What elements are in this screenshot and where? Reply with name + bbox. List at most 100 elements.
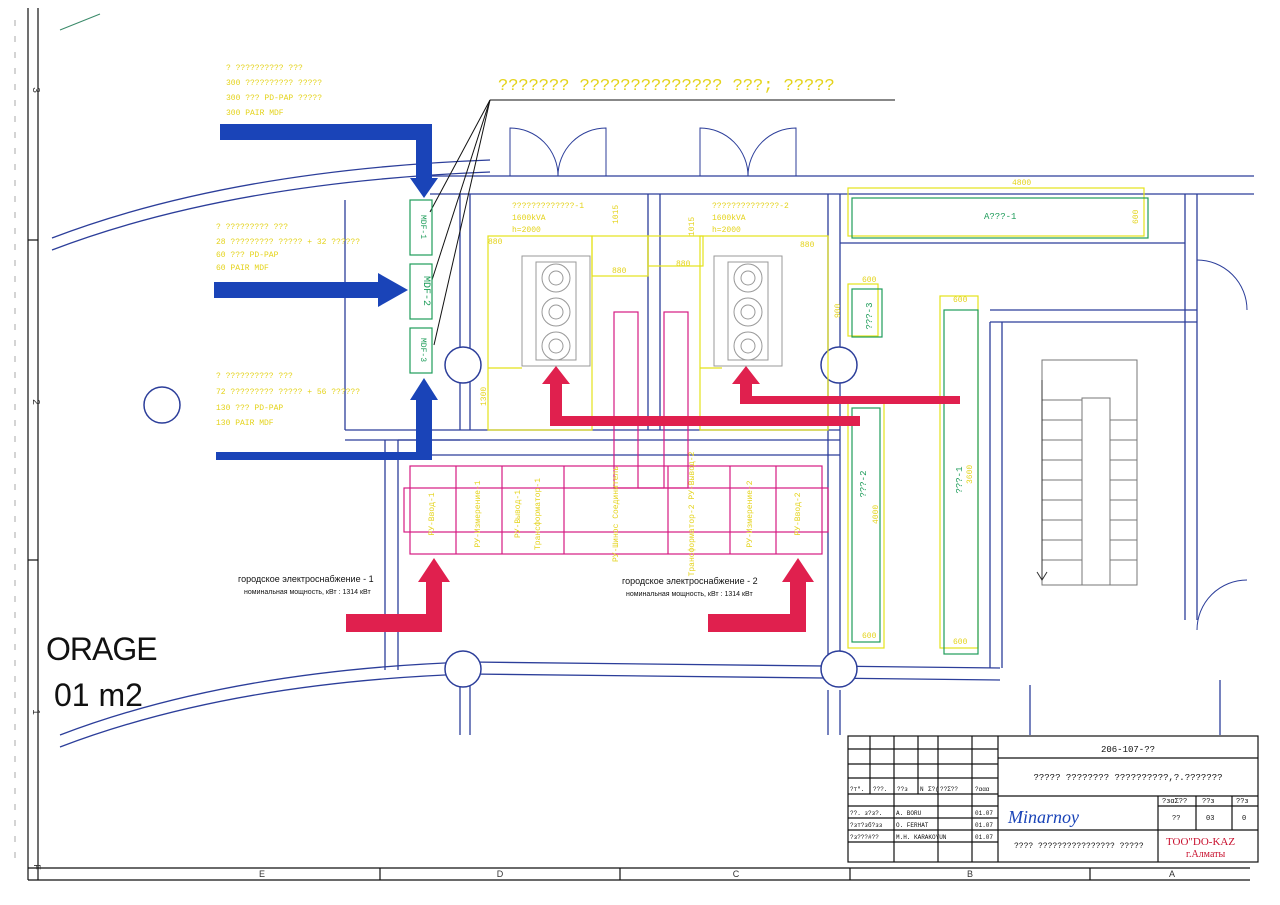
svg-text:600: 600 (953, 638, 968, 647)
svg-text:РУ-Ввод-2: РУ-Ввод-2 (794, 492, 803, 535)
svg-text:300 PAIR MDF: 300 PAIR MDF (226, 109, 284, 118)
svg-text:??з: ??з (897, 786, 908, 793)
mdf-2-label: MDF-2 (420, 276, 431, 306)
svg-text:??Σ??: ??Σ?? (940, 786, 958, 793)
svg-text:N: N (920, 786, 924, 793)
svg-text:???.: ???. (873, 786, 887, 793)
svg-text:600: 600 (862, 276, 877, 285)
switchgear-lineup (403, 311, 829, 555)
switchgear-panel-labels: РУ-Ввод-1 РУ-Измерение-1 РУ-Вывод-1 Тран… (428, 451, 803, 576)
svg-text:? ?????????? ???: ? ?????????? ??? (216, 372, 293, 381)
mdf-note-1: ? ?????????? ??? 300 ?????????? ????? 30… (226, 64, 322, 118)
svg-text:1600kVA: 1600kVA (512, 214, 546, 223)
svg-text:01.07: 01.07 (975, 822, 993, 829)
equipment-cabinets (851, 197, 1149, 655)
dimension-labels: 880 1015 880 880 1015 880 1300 4800 600 … (480, 179, 1141, 647)
svg-text:РУ-Ввод-1: РУ-Ввод-1 (428, 492, 437, 535)
svg-text:880: 880 (612, 267, 627, 276)
svg-text:??з: ??з (1236, 798, 1249, 806)
storage-label: ORAGE (46, 631, 157, 667)
svg-text:60 ??? PD-PAP: 60 ??? PD-PAP (216, 251, 279, 260)
title-block-header: ?т". ???. ??з N Σ?( ??Σ?? ?ααα (850, 786, 990, 793)
title-block (847, 735, 1259, 863)
svg-text:1300: 1300 (480, 387, 489, 406)
svg-text:130 ??? PD-PAP: 130 ??? PD-PAP (216, 404, 283, 413)
cab1-label: ???-1 (955, 466, 965, 493)
grid-label-2: 2 (30, 399, 41, 405)
svg-text:?зт?зб?зз: ?зт?зб?зз (850, 822, 883, 829)
svg-text:900: 900 (834, 303, 843, 318)
svg-text:h=2000: h=2000 (712, 226, 741, 235)
svg-text:O. FERHAT: O. FERHAT (896, 822, 929, 829)
grid-label-f: F (32, 864, 42, 870)
svg-text:??з: ??з (1202, 798, 1215, 806)
leader-lines (429, 99, 895, 346)
cab3-label: ???-3 (865, 302, 875, 329)
svg-text:??: ?? (1172, 815, 1180, 823)
drawing-title: ????? ???????? ??????????,?.??????? (1033, 773, 1222, 783)
svg-text:300 ??? PD-PAP ?????: 300 ??? PD-PAP ????? (226, 94, 322, 103)
svg-text:880: 880 (488, 238, 503, 247)
svg-text:M.H. KARAKOYUN: M.H. KARAKOYUN (896, 834, 947, 841)
storage-area: 01 m2 (54, 677, 143, 713)
svg-text:300 ?????????? ?????: 300 ?????????? ????? (226, 79, 322, 88)
svg-text:Трансформатор-1: Трансформатор-1 (534, 478, 543, 550)
svg-text:??????????????-2: ??????????????-2 (712, 202, 789, 211)
svg-text:1015: 1015 (612, 205, 621, 224)
a1-label: A???-1 (984, 212, 1016, 222)
columns (143, 346, 858, 688)
svg-text:A. BORU: A. BORU (896, 810, 922, 817)
svg-text:? ????????? ???: ? ????????? ??? (216, 223, 288, 232)
transformer-2-label: ??????????????-2 1600kVA h=2000 (712, 202, 789, 235)
mdf-note-3: ? ?????????? ??? 72 ????????? ????? + 56… (216, 372, 360, 428)
grid-label-e: E (259, 869, 265, 879)
transformer-2-symbol (713, 255, 783, 367)
svg-text:03: 03 (1206, 815, 1214, 823)
svg-text:28 ????????? ????? + 32 ??????: 28 ????????? ????? + 32 ?????? (216, 238, 360, 247)
supply-1-power: номинальная мощность, кВт : 1314 кВт (244, 589, 371, 596)
power-feed-arrows (346, 366, 960, 632)
svg-text:600: 600 (862, 632, 877, 641)
svg-text:??. з?з?.: ??. з?з?. (850, 810, 882, 817)
transformer-1-symbol (521, 255, 591, 367)
curved-walls (51, 159, 1001, 748)
svg-text:РУ-Вывод-1: РУ-Вывод-1 (514, 490, 523, 538)
grid-label-a: A (1169, 869, 1175, 879)
svg-text:3600: 3600 (966, 465, 975, 484)
svg-text:?т".: ?т". (850, 786, 864, 793)
svg-text:РУ-Измерение-1: РУ-Измерение-1 (474, 480, 483, 547)
sheet-frame (27, 8, 1250, 881)
header-note: ??????? ?????????????? ???; ????? (498, 77, 835, 96)
top-tick (59, 13, 101, 31)
svg-text:?зαΣ??: ?зαΣ?? (1162, 798, 1187, 806)
svg-text:РУ-Шиноc Соединитель: РУ-Шиноc Соединитель (612, 466, 621, 562)
doors (509, 127, 1248, 631)
svg-text:h=2000: h=2000 (512, 226, 541, 235)
mdf-3-label: MDF-3 (418, 338, 427, 362)
supply-2-power: номинальная мощность, кВт : 1314 кВт (626, 591, 753, 598)
company-city: г.Алматы (1186, 849, 1225, 860)
svg-text:?????????????-1: ?????????????-1 (512, 202, 584, 211)
svg-text:0: 0 (1242, 815, 1246, 823)
supply-1-title: городское электроснабжение - 1 (238, 574, 374, 584)
grid-label-c: C (733, 869, 740, 879)
mdf-cabinets (409, 199, 433, 374)
svg-text:600: 600 (1132, 209, 1141, 224)
svg-text:01.07: 01.07 (975, 810, 993, 817)
svg-text:880: 880 (800, 241, 815, 250)
svg-text:4800: 4800 (1012, 179, 1031, 188)
svg-text:РУ-Измерение-2: РУ-Измерение-2 (746, 480, 755, 547)
grid-label-1: 1 (30, 709, 41, 715)
svg-text:130 PAIR MDF: 130 PAIR MDF (216, 419, 274, 428)
mdf-note-2: ? ????????? ??? 28 ????????? ????? + 32 … (216, 223, 360, 273)
svg-text:4000: 4000 (872, 505, 881, 524)
supply-2-title: городское электроснабжение - 2 (622, 576, 758, 586)
svg-text:880: 880 (676, 260, 691, 269)
mdf-1-label: MDF-1 (418, 215, 427, 239)
svg-text:? ?????????? ???: ? ?????????? ??? (226, 64, 303, 73)
grid-label-d: D (497, 869, 504, 879)
grid-label-b: B (967, 869, 973, 879)
transformer-1-label: ?????????????-1 1600kVA h=2000 (512, 202, 584, 235)
svg-text:1600kVA: 1600kVA (712, 214, 746, 223)
